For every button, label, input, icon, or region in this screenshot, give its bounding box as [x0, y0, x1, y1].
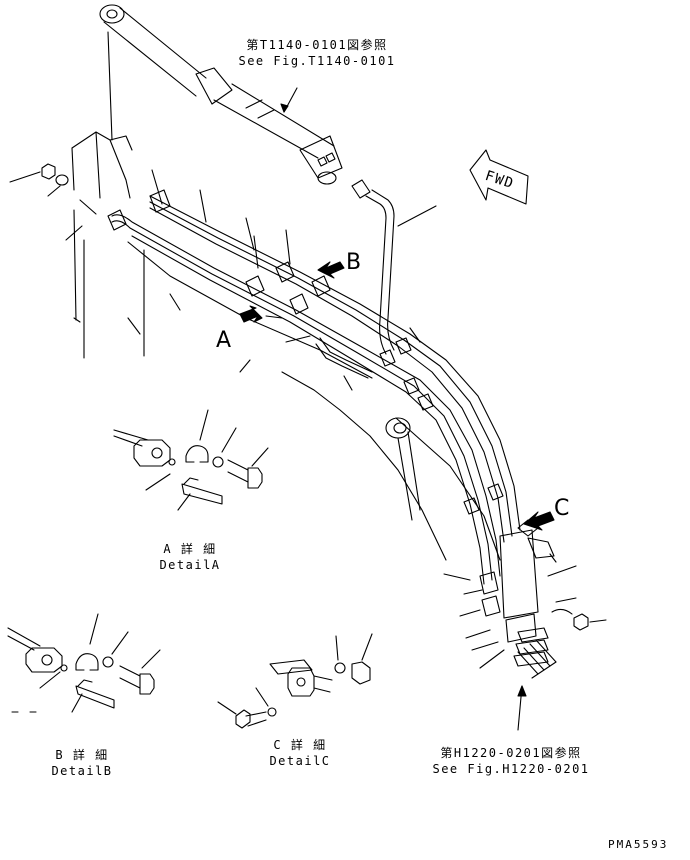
detail-a-drawing — [114, 410, 268, 510]
fwd-arrow-icon — [470, 150, 528, 204]
end-plate — [480, 520, 556, 666]
plug — [552, 609, 606, 630]
leader-lines — [128, 170, 576, 668]
tube-clamps — [108, 190, 503, 514]
detail-c-title-jp: C 詳 細 — [273, 738, 327, 752]
callout-b: B — [346, 250, 362, 275]
detail-c-title-en: DetailC — [269, 754, 331, 768]
top-reference-en: See Fig.T1140-0101 — [238, 54, 396, 68]
boom-pin — [386, 418, 420, 520]
hydraulic-tubes — [112, 196, 520, 584]
detail-a-title-en: DetailA — [159, 558, 221, 572]
callout-a: A — [216, 328, 232, 353]
boom-structure — [72, 132, 500, 560]
detail-b-drawing — [8, 614, 160, 712]
detail-a-title-jp: A 詳 細 — [163, 542, 217, 556]
hose-ends — [518, 640, 556, 678]
detail-b-title-en: DetailB — [51, 764, 113, 778]
cylinder-line — [352, 180, 394, 354]
nut-group — [10, 164, 82, 240]
bottom-reference-jp: 第H1220-0201図参照 — [440, 746, 582, 760]
callout-arrow-icon — [240, 262, 554, 530]
detail-c-drawing — [218, 634, 372, 728]
bottom-reference-en: See Fig.H1220-0201 — [432, 762, 590, 776]
callout-c: C — [554, 496, 570, 521]
drawing-number: PMA5593 — [608, 838, 669, 851]
detail-b-title-jp: B 詳 細 — [55, 748, 109, 762]
boom-cylinder — [100, 5, 342, 184]
top-reference-jp: 第T1140-0101図参照 — [246, 38, 388, 52]
